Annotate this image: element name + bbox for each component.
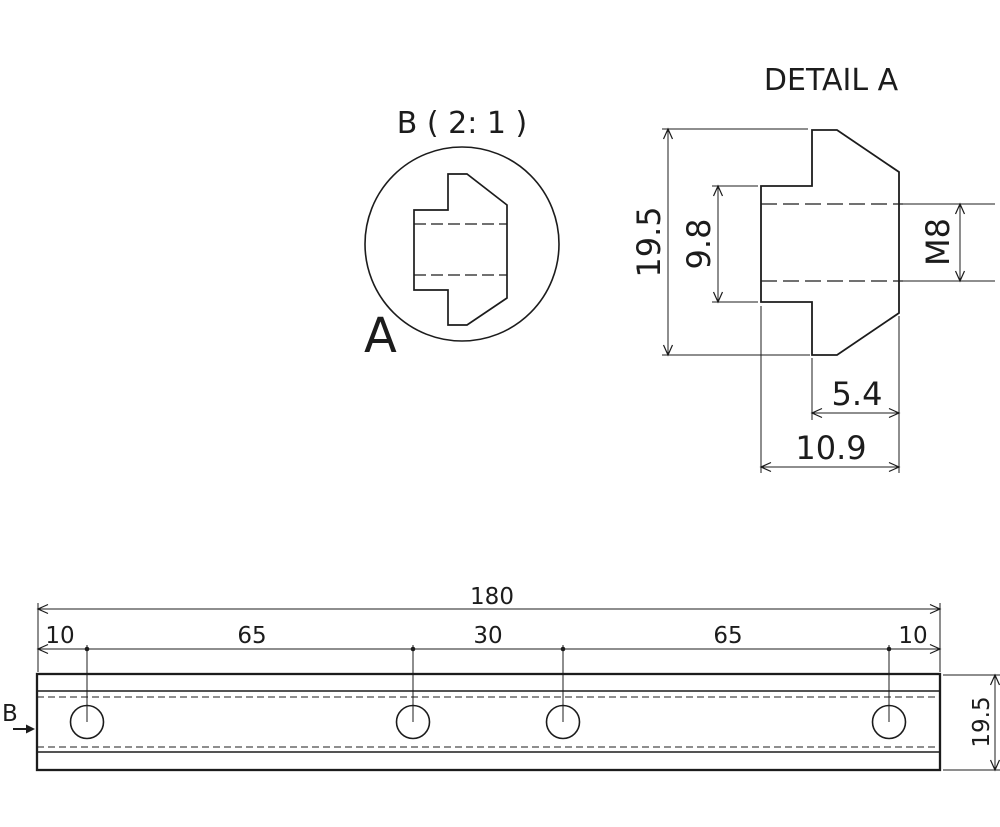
dim-text-65-right: 65 — [713, 623, 742, 649]
dim-text-65-left: 65 — [237, 623, 266, 649]
dim-chain-dot — [886, 646, 892, 652]
dim-text-180: 180 — [470, 584, 514, 610]
dim-detail-slot-height: 9.8 — [680, 184, 758, 304]
detail-a-view: DETAIL A 19.5 9.8 M8 — [630, 63, 995, 473]
dim-chain-dot — [560, 646, 566, 652]
section-b-title: B ( 2: 1 ) — [397, 106, 527, 141]
dim-text-19-5-rail: 19.5 — [969, 696, 995, 747]
detail-a-callout-label: A — [364, 308, 397, 364]
side-view: B 180 10 65 — [2, 584, 1000, 772]
dim-text-9-8: 9.8 — [680, 219, 718, 270]
rail-outline — [35, 672, 942, 772]
section-b-profile — [413, 173, 508, 326]
dim-rail-total-length: 180 — [36, 584, 942, 672]
dim-text-10-right: 10 — [898, 623, 927, 649]
dim-detail-width: 10.9 — [759, 306, 901, 473]
dim-text-m8: M8 — [919, 218, 957, 266]
dim-chain-dot — [410, 646, 416, 652]
dim-text-10-9: 10.9 — [795, 429, 866, 467]
detail-a-profile — [760, 129, 900, 356]
view-b-label: B — [2, 701, 18, 727]
dim-chain-dot — [84, 646, 90, 652]
section-b-boundary-circle — [364, 146, 560, 342]
section-b-view: B ( 2: 1 ) A — [364, 106, 560, 364]
dim-text-19-5: 19.5 — [630, 206, 668, 277]
dim-detail-thread: M8 — [901, 202, 995, 283]
dim-text-30-middle: 30 — [473, 623, 502, 649]
dim-text-5-4: 5.4 — [832, 375, 883, 413]
view-b-arrow-icon — [26, 724, 35, 734]
detail-a-title: DETAIL A — [764, 63, 899, 98]
dim-rail-height: 19.5 — [943, 673, 1000, 772]
dim-detail-height: 19.5 — [630, 127, 810, 357]
dim-rail-chain: 10 65 30 65 10 — [36, 623, 942, 655]
dim-detail-step-width: 5.4 — [810, 316, 901, 473]
dim-text-10-left: 10 — [45, 623, 74, 649]
